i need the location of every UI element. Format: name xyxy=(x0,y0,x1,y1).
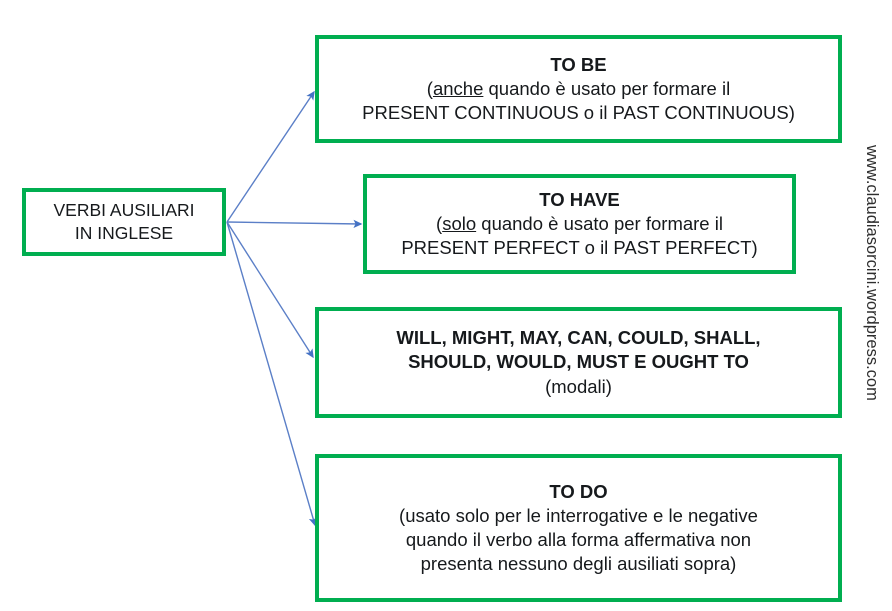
node-to-do: TO DO (usato solo per le interrogative e… xyxy=(315,454,842,602)
node-to-do-line-4: presenta nessuno degli ausiliati sopra) xyxy=(420,553,737,575)
node-modals-note: (modali) xyxy=(545,375,612,397)
node-verbi-ausiliari-in-inglese: VERBI AUSILIARI IN INGLESE xyxy=(22,188,226,256)
source-line-1: VERBI AUSILIARI xyxy=(53,199,195,220)
node-modals-line-1: WILL, MIGHT, MAY, CAN, COULD, SHALL, xyxy=(396,327,761,349)
node-to-be-title: TO BE xyxy=(550,53,607,75)
emphasis-solo: solo xyxy=(442,212,477,234)
paren-open: ( xyxy=(426,77,433,99)
node-to-do-title: TO DO xyxy=(549,480,608,502)
node-to-be-line-3: PRESENT CONTINUOUS o il PAST CONTINUOUS) xyxy=(362,102,795,124)
watermark: www.claudiasorcini.wordpress.com xyxy=(857,145,887,435)
node-to-do-line-2: (usato solo per le interrogative e le ne… xyxy=(399,504,758,526)
node-modals-line-2: SHOULD, WOULD, MUST E OUGHT TO xyxy=(408,351,749,373)
arrow-to-have xyxy=(226,219,363,229)
node-to-do-line-3: quando il verbo alla forma affermativa n… xyxy=(405,529,752,550)
node-to-have-title: TO HAVE xyxy=(539,188,620,210)
node-to-have: TO HAVE (solo quando è usato per formare… xyxy=(363,174,796,274)
watermark-text: www.claudiasorcini.wordpress.com xyxy=(863,145,881,401)
emphasis-anche: anche xyxy=(432,77,484,99)
arrow-modals xyxy=(226,221,314,359)
node-to-be-line-2: (anche quando è usato per formare il xyxy=(427,77,730,101)
node-to-be-line-2-rest: quando è usato per formare il xyxy=(483,77,731,99)
source-line-2: IN INGLESE xyxy=(74,223,174,243)
node-to-have-line-3: PRESENT PERFECT o il PAST PERFECT) xyxy=(401,237,758,259)
node-modal-verbs: WILL, MIGHT, MAY, CAN, COULD, SHALL, SHO… xyxy=(315,307,842,418)
node-to-be: TO BE (anche quando è usato per formare … xyxy=(315,35,842,143)
node-to-have-line-2-rest: quando è usato per formare il xyxy=(476,212,723,234)
node-to-have-line-2: (solo quando è usato per formare il xyxy=(436,212,723,236)
arrow-to-be xyxy=(226,90,315,223)
arrow-to-do xyxy=(226,221,317,527)
paren-open: ( xyxy=(436,212,443,234)
